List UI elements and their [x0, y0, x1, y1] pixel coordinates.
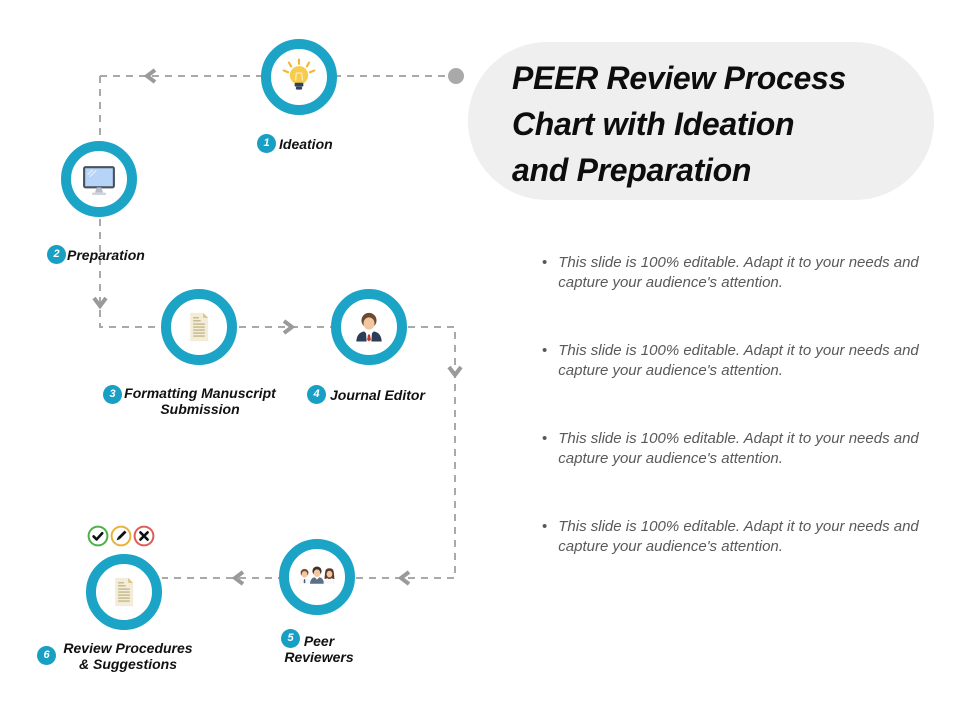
step-number-badge: 6: [37, 646, 56, 665]
bullet-marker: •: [542, 342, 548, 359]
step-label: Ideation: [279, 136, 333, 152]
step-circle: [61, 141, 137, 217]
slide-title-line: and Preparation: [512, 152, 752, 188]
page-title: PEER Review Process Chart with Ideation …: [468, 42, 934, 193]
bullet-text: This slide is 100% editable. Adapt it to…: [558, 518, 919, 555]
bullet-marker: •: [542, 518, 548, 535]
bullet-item: • This slide is 100% editable. Adapt it …: [542, 429, 928, 469]
slide-title-line: Chart with Ideation: [512, 106, 795, 142]
step-number-badge: 2: [47, 245, 66, 264]
bullet-marker: •: [542, 430, 548, 447]
line-end-dot: [448, 68, 464, 84]
person-icon: [356, 312, 382, 342]
document-icon: [190, 312, 209, 342]
lightbulb-icon: [282, 58, 316, 90]
step-label: Formatting Manuscript Submission: [124, 385, 276, 417]
step-label: Preparation: [67, 247, 145, 263]
step-circle: [261, 39, 337, 115]
bullet-item: • This slide is 100% editable. Adapt it …: [542, 517, 928, 557]
monitor-icon: [83, 166, 115, 196]
step-circle: [331, 289, 407, 365]
bullet-text: This slide is 100% editable. Adapt it to…: [558, 430, 919, 467]
step-number-badge: 4: [307, 385, 326, 404]
cross-icon: [133, 525, 155, 547]
document-icon: [115, 577, 134, 607]
check-icon: [87, 525, 109, 547]
bullet-text: This slide is 100% editable. Adapt it to…: [558, 342, 919, 379]
step-number-badge: 1: [257, 134, 276, 153]
step-label: Review Procedures & Suggestions: [63, 640, 193, 672]
bullet-item: • This slide is 100% editable. Adapt it …: [542, 253, 928, 293]
step-circle: [279, 539, 355, 615]
people-icon: [298, 566, 336, 584]
review-status-icons: [87, 525, 155, 547]
step-circle: [161, 289, 237, 365]
step-number-badge: 5: [281, 629, 300, 648]
step-circle: [86, 554, 162, 630]
bullet-item: • This slide is 100% editable. Adapt it …: [542, 341, 928, 381]
step-label: Journal Editor: [330, 387, 425, 403]
slide-title-line: PEER Review Process: [512, 60, 847, 96]
bullet-text: This slide is 100% editable. Adapt it to…: [558, 254, 919, 291]
bullet-marker: •: [542, 254, 548, 271]
pencil-icon: [110, 525, 132, 547]
title-bubble: PEER Review Process Chart with Ideation …: [468, 42, 934, 200]
step-number-badge: 3: [103, 385, 122, 404]
step-label: Peer Reviewers: [284, 633, 354, 665]
